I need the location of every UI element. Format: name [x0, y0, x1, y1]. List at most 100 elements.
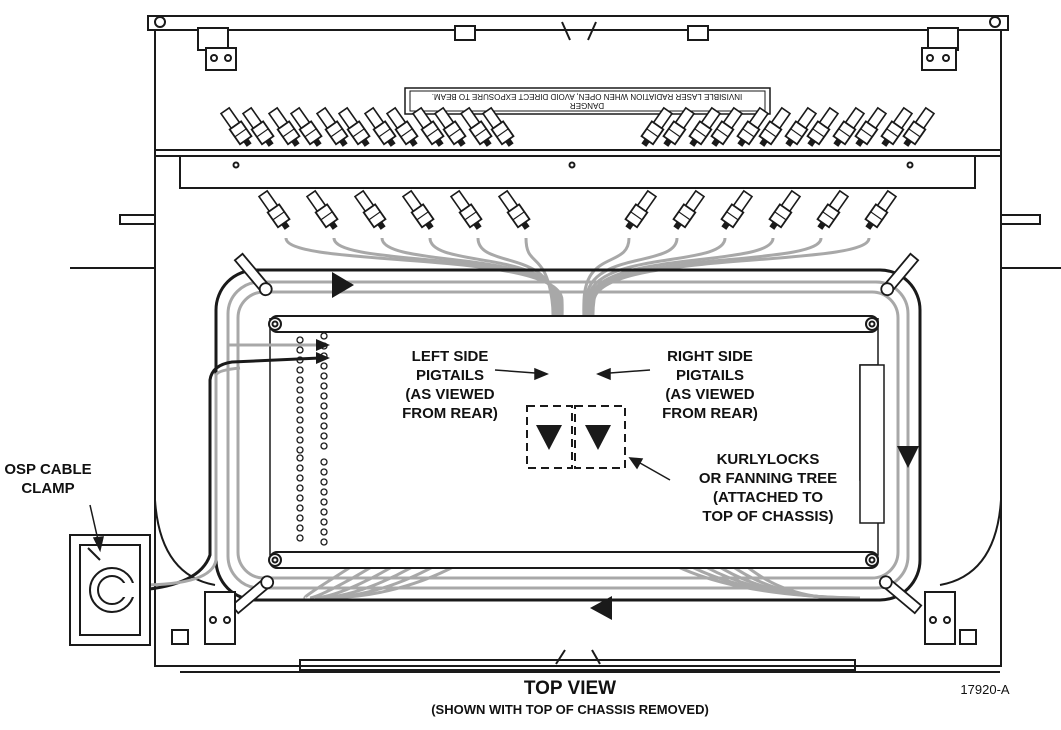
tray-fiber-loop-2 — [236, 290, 900, 580]
splice-hole — [296, 416, 304, 424]
label-line: KURLYLOCKS — [716, 451, 820, 468]
connector-band — [368, 211, 381, 221]
bottom-hinge-right — [924, 591, 956, 645]
caption-title: TOP VIEW — [523, 678, 617, 699]
connector-ferrule — [409, 138, 418, 147]
connector-ferrule — [361, 138, 370, 147]
hinge-right-top — [927, 27, 959, 51]
arrow-down-left-kurly — [536, 425, 562, 450]
corner-screw — [154, 16, 166, 28]
figure-id: 17920-A — [960, 682, 1010, 697]
connector-ferrule — [807, 138, 816, 147]
kurlylock-boxes — [526, 405, 626, 469]
connector-ferrule — [817, 221, 826, 230]
label-osp-cable-clamp: OSP CABLE CLAMP — [0, 460, 96, 498]
connector-band — [512, 211, 525, 221]
connector-ferrule — [881, 138, 890, 147]
label-line: TOP OF CHASSIS) — [702, 508, 834, 525]
clamp-tab — [87, 547, 101, 561]
connector-band — [742, 128, 755, 138]
connector-ferrule — [387, 138, 396, 147]
bottom-hinge-left — [204, 591, 236, 645]
connector-ferrule — [721, 221, 730, 230]
connector-ferrule — [769, 221, 778, 230]
splice-hole — [296, 494, 304, 502]
splice-hole — [320, 488, 328, 496]
hinge-left-top — [197, 27, 229, 51]
left-corner-curve — [154, 499, 216, 586]
connector-ferrule — [521, 221, 530, 230]
fiber-connector — [401, 189, 435, 230]
storage-tray — [214, 268, 922, 602]
fiber-connector — [688, 106, 722, 147]
right-corner-curve — [939, 499, 1002, 586]
splice-hole — [296, 336, 304, 344]
kurlylock-right — [574, 405, 626, 469]
splice-hole — [320, 518, 328, 526]
label-line: RIGHT SIDE — [667, 348, 753, 365]
connector-ferrule — [737, 138, 746, 147]
connector-ferrule — [281, 221, 290, 230]
connector-band — [678, 211, 691, 221]
connector-band — [838, 128, 851, 138]
osp-cable-clamp — [69, 534, 151, 646]
connector-band — [416, 211, 429, 221]
fiber-connector — [411, 106, 445, 147]
osp-cable — [139, 339, 330, 592]
connector-band — [726, 211, 739, 221]
hinge-left-plate — [205, 47, 237, 71]
retainer-bar-top — [269, 315, 879, 333]
clip-base — [878, 575, 893, 590]
splice-hole — [320, 402, 328, 410]
connector-band — [774, 211, 787, 221]
bar-screw-center — [868, 320, 876, 328]
connector-band — [790, 128, 803, 138]
connector-ferrule — [505, 138, 514, 147]
connector-ferrule — [711, 138, 720, 147]
splice-hole — [320, 538, 328, 546]
fiber-connector — [806, 106, 840, 147]
side-slot — [859, 364, 885, 524]
right-flange-upper — [1001, 214, 1041, 225]
top-clip-right — [687, 25, 709, 41]
fiber-connector — [353, 189, 387, 230]
retainer-clip — [878, 575, 923, 615]
connector-ferrule — [265, 138, 274, 147]
connector-band — [272, 211, 285, 221]
splice-hole — [320, 498, 328, 506]
connector-ferrule — [903, 138, 912, 147]
connector-band — [378, 128, 391, 138]
connector-band — [908, 128, 921, 138]
retainer-clip — [233, 252, 273, 297]
fiber-connector — [758, 106, 792, 147]
splice-hole — [320, 508, 328, 516]
connector-ferrule — [689, 138, 698, 147]
connector-ferrule — [833, 138, 842, 147]
connector-ferrule — [313, 138, 322, 147]
retainer-posts — [230, 252, 923, 615]
fiber-connector — [736, 106, 770, 147]
splice-hole — [296, 436, 304, 444]
connector-ferrule — [483, 138, 492, 147]
hinge-screw — [210, 54, 218, 62]
bar-screw-center — [868, 556, 876, 564]
fiber-connector — [385, 106, 419, 147]
connector-ferrule — [473, 221, 482, 230]
connector-band — [256, 128, 269, 138]
fiber-connector — [854, 106, 888, 147]
connector-band — [668, 128, 681, 138]
bar-screw-center — [271, 320, 279, 328]
splice-hole — [320, 478, 328, 486]
splice-hole — [296, 366, 304, 374]
splice-hole — [296, 484, 304, 492]
connector-band — [448, 128, 461, 138]
osp-fiber-path — [139, 366, 241, 587]
arrow-down — [897, 446, 919, 468]
splice-hole — [320, 362, 328, 370]
fiber-connector — [864, 189, 898, 230]
connector-band — [812, 128, 825, 138]
connector-ferrule — [785, 138, 794, 147]
splice-hole — [296, 464, 304, 472]
arrow-left — [590, 596, 612, 620]
